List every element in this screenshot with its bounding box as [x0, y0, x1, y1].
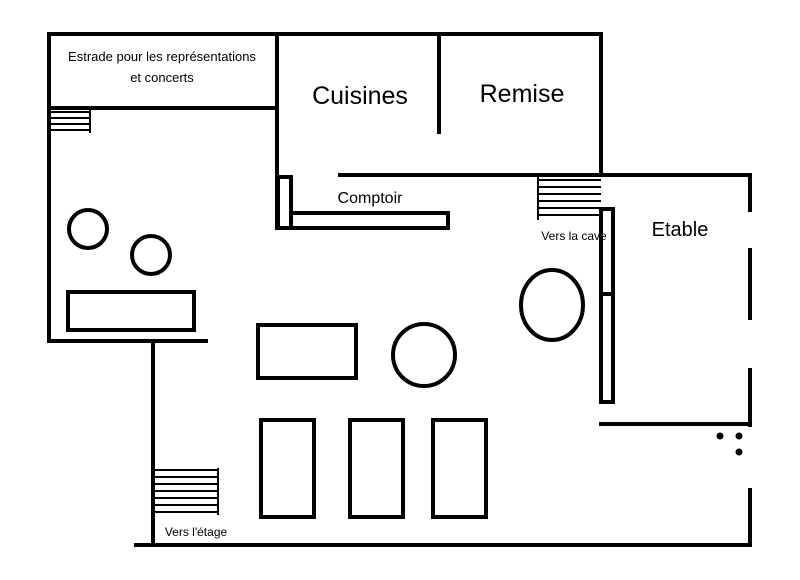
stall-divider-2: [599, 292, 615, 404]
long-table-2: [348, 418, 405, 519]
kitchens-label: Cuisines: [312, 82, 408, 110]
long-table-1: [259, 418, 316, 519]
table-center: [256, 323, 358, 380]
to-upstairs-label: Vers l'étage: [165, 525, 228, 539]
stairs-cellar[interactable]: [537, 176, 601, 220]
round-table-1: [67, 208, 109, 250]
round-table-2: [130, 234, 172, 276]
stairs-stage[interactable]: [49, 110, 91, 133]
stable-label: Etable: [652, 219, 709, 241]
round-table-right: [519, 268, 585, 342]
counter: [276, 175, 450, 230]
counter-vertical: [276, 175, 293, 230]
stairs-upstairs[interactable]: [153, 468, 219, 515]
stall-divider-1: [599, 207, 615, 296]
long-table-left: [66, 290, 196, 332]
to-cellar-label: Vers la cave: [541, 229, 607, 243]
furniture: [66, 208, 585, 519]
stage-label-line2: et concerts: [130, 70, 194, 85]
stable-partition: [599, 207, 615, 404]
stable-dots: [716, 432, 743, 456]
stage-label-line1: Estrade pour les représentations: [68, 49, 256, 64]
round-table-center: [391, 322, 457, 388]
walls: [47, 32, 752, 547]
counter-label: Comptoir: [338, 190, 404, 207]
storage-label: Remise: [480, 80, 565, 108]
counter-horizontal: [289, 211, 450, 230]
long-table-3: [431, 418, 488, 519]
